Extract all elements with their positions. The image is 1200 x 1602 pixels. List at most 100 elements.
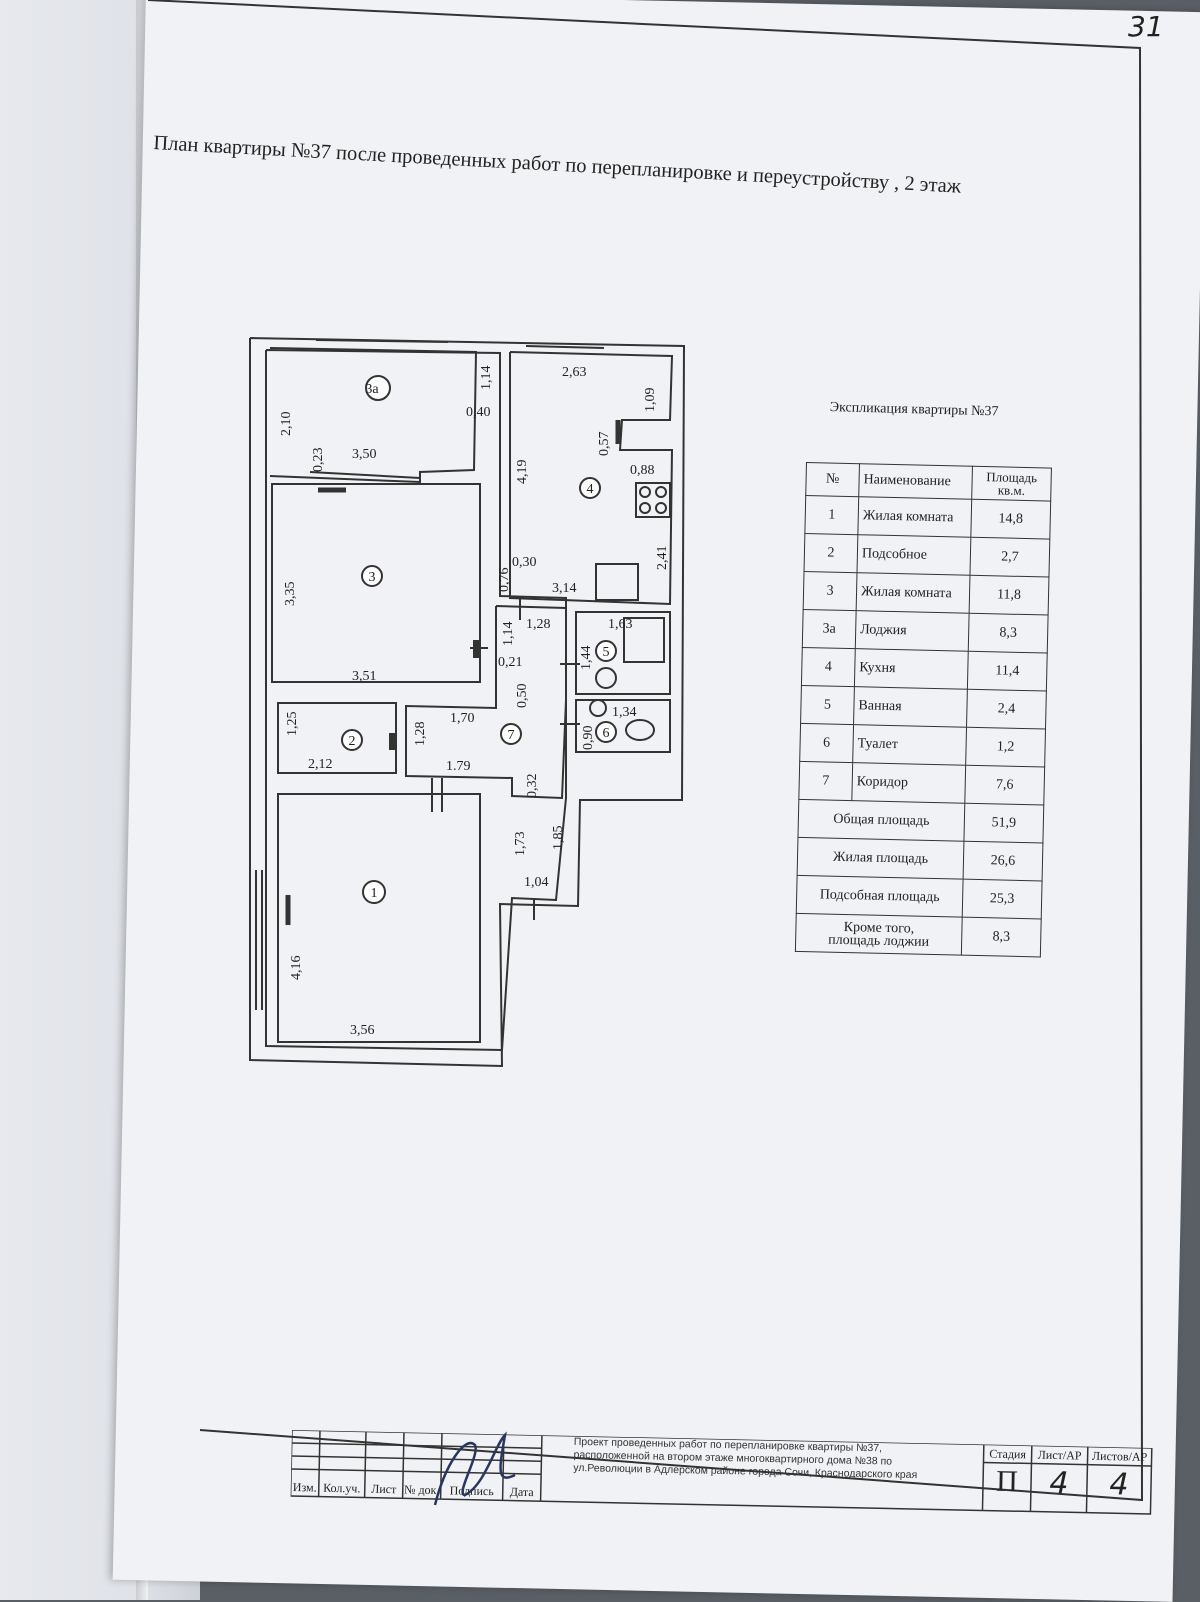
outer-wall: [249, 337, 686, 1068]
room-6-outline: [575, 699, 671, 753]
col-kol-uch: Кол.уч.: [323, 1480, 361, 1496]
dim-corridor-step: 0,50: [515, 684, 530, 709]
outer-wall-inner: [265, 349, 567, 1052]
stage-label: Стадия: [989, 1446, 1027, 1462]
row-name: Коридор: [851, 762, 966, 804]
room-label-5: 5: [603, 645, 610, 660]
total-value: 26,6: [963, 841, 1043, 881]
total-label: Подсобная площадь: [796, 875, 964, 918]
row-area: 14,8: [970, 499, 1051, 540]
room-2-outline: [277, 702, 397, 774]
row-num: 3: [803, 571, 858, 611]
room-label-6: 6: [603, 726, 610, 741]
dim-kitchen-step: 0,30: [512, 555, 537, 570]
room-label-3: 3: [369, 570, 376, 585]
row-num: 3а: [802, 609, 857, 649]
row-area: 2,7: [969, 537, 1050, 578]
row-area: 11,8: [969, 575, 1049, 616]
dim-bath-width: 1,63: [608, 617, 633, 632]
row-name: Жилая комната: [856, 572, 970, 614]
sheets-value: 4: [1109, 1467, 1129, 1503]
room-1-outline: [277, 793, 481, 1043]
sheet-value: 4: [1049, 1465, 1069, 1502]
dim-kitchen-lower: 2,41: [655, 546, 670, 571]
dim-bath-height: 1,44: [579, 646, 594, 671]
dim-corridor-wall: 0,21: [498, 655, 523, 670]
dim-hall-width: 1,04: [524, 875, 549, 890]
dim-kitchen-top: 2,63: [562, 365, 587, 380]
dim-room2-width: 2,12: [308, 757, 333, 772]
col-izm: Изм.: [292, 1480, 317, 1495]
dim-kitchen-right: 1,09: [643, 388, 658, 413]
dim-room2-height: 1,25: [285, 712, 300, 737]
page-number: 31: [1128, 10, 1164, 43]
dim-loggia-height: 2,10: [279, 412, 294, 437]
dim-kitchen-ledge: 0,88: [630, 463, 655, 478]
dim-hall-left: 1,73: [513, 832, 528, 857]
dim-room3-width: 3,51: [352, 669, 377, 684]
loggia-label-line2: площадь лоджии: [828, 932, 930, 950]
dim-corridor-gap: 0,32: [525, 774, 540, 799]
dim-room1-width: 3,56: [350, 1023, 375, 1038]
total-value: 51,9: [963, 803, 1044, 843]
dim-kitchen-bottom: 3,14: [552, 581, 577, 596]
dim-loggia-wall: 0,23: [311, 448, 326, 473]
dim-hall-right: 1,85: [551, 826, 566, 851]
row-name: Подсобное: [857, 534, 971, 576]
room-7-outline: [405, 605, 567, 800]
total-value: 25,3: [962, 879, 1043, 919]
dim-loggia-width: 3,50: [352, 447, 377, 462]
signature-scribble: [433, 1431, 516, 1506]
dim-corridor-side: 1,28: [413, 722, 428, 747]
room-label-7: 7: [508, 728, 515, 743]
dim-room1-height: 4,16: [289, 956, 304, 981]
sheet-label: Лист/АР: [1037, 1447, 1082, 1463]
stage-value: П: [995, 1464, 1019, 1499]
row-name: Кухня: [854, 648, 969, 690]
title-block-grid: [290, 1430, 1153, 1515]
row-name: Лоджия: [855, 610, 970, 652]
total-label: Жилая площадь: [797, 837, 964, 880]
sheets-label: Листов/АР: [1091, 1448, 1148, 1464]
room-3-outline: [271, 483, 481, 683]
dim-loggia-offset: 0,40: [466, 405, 491, 420]
header-num: №: [805, 462, 860, 497]
row-num: 7: [798, 761, 853, 801]
dim-loggia-side: 1,14: [479, 366, 494, 391]
row-name: Жилая комната: [857, 496, 972, 538]
room-3a-outline: [269, 347, 478, 484]
dim-toilet-height: 0,90: [581, 726, 596, 751]
dim-corridor-upper: 1,14: [501, 622, 516, 647]
row-name: Ванная: [853, 686, 968, 728]
room-label-4: 4: [587, 482, 594, 497]
dim-corridor-lower: 1.79: [446, 759, 471, 774]
room-4-outline: [509, 351, 674, 606]
dim-kitchen-notch: 0,57: [597, 432, 612, 457]
dim-corridor-width: 1,70: [450, 711, 475, 726]
room-label-2: 2: [349, 734, 356, 749]
row-area: 2,4: [966, 689, 1047, 730]
row-num: 2: [804, 533, 858, 573]
row-area: 8,3: [968, 613, 1049, 654]
dim-kitchen-left: 4,19: [515, 460, 530, 485]
room-label-1: 1: [371, 886, 378, 901]
row-area: 1,2: [965, 727, 1046, 767]
dim-toilet-width: 1,34: [612, 705, 637, 720]
row-area: 11,4: [967, 651, 1048, 692]
total-value: 8,3: [961, 917, 1042, 957]
header-name: Наименование: [858, 463, 973, 500]
